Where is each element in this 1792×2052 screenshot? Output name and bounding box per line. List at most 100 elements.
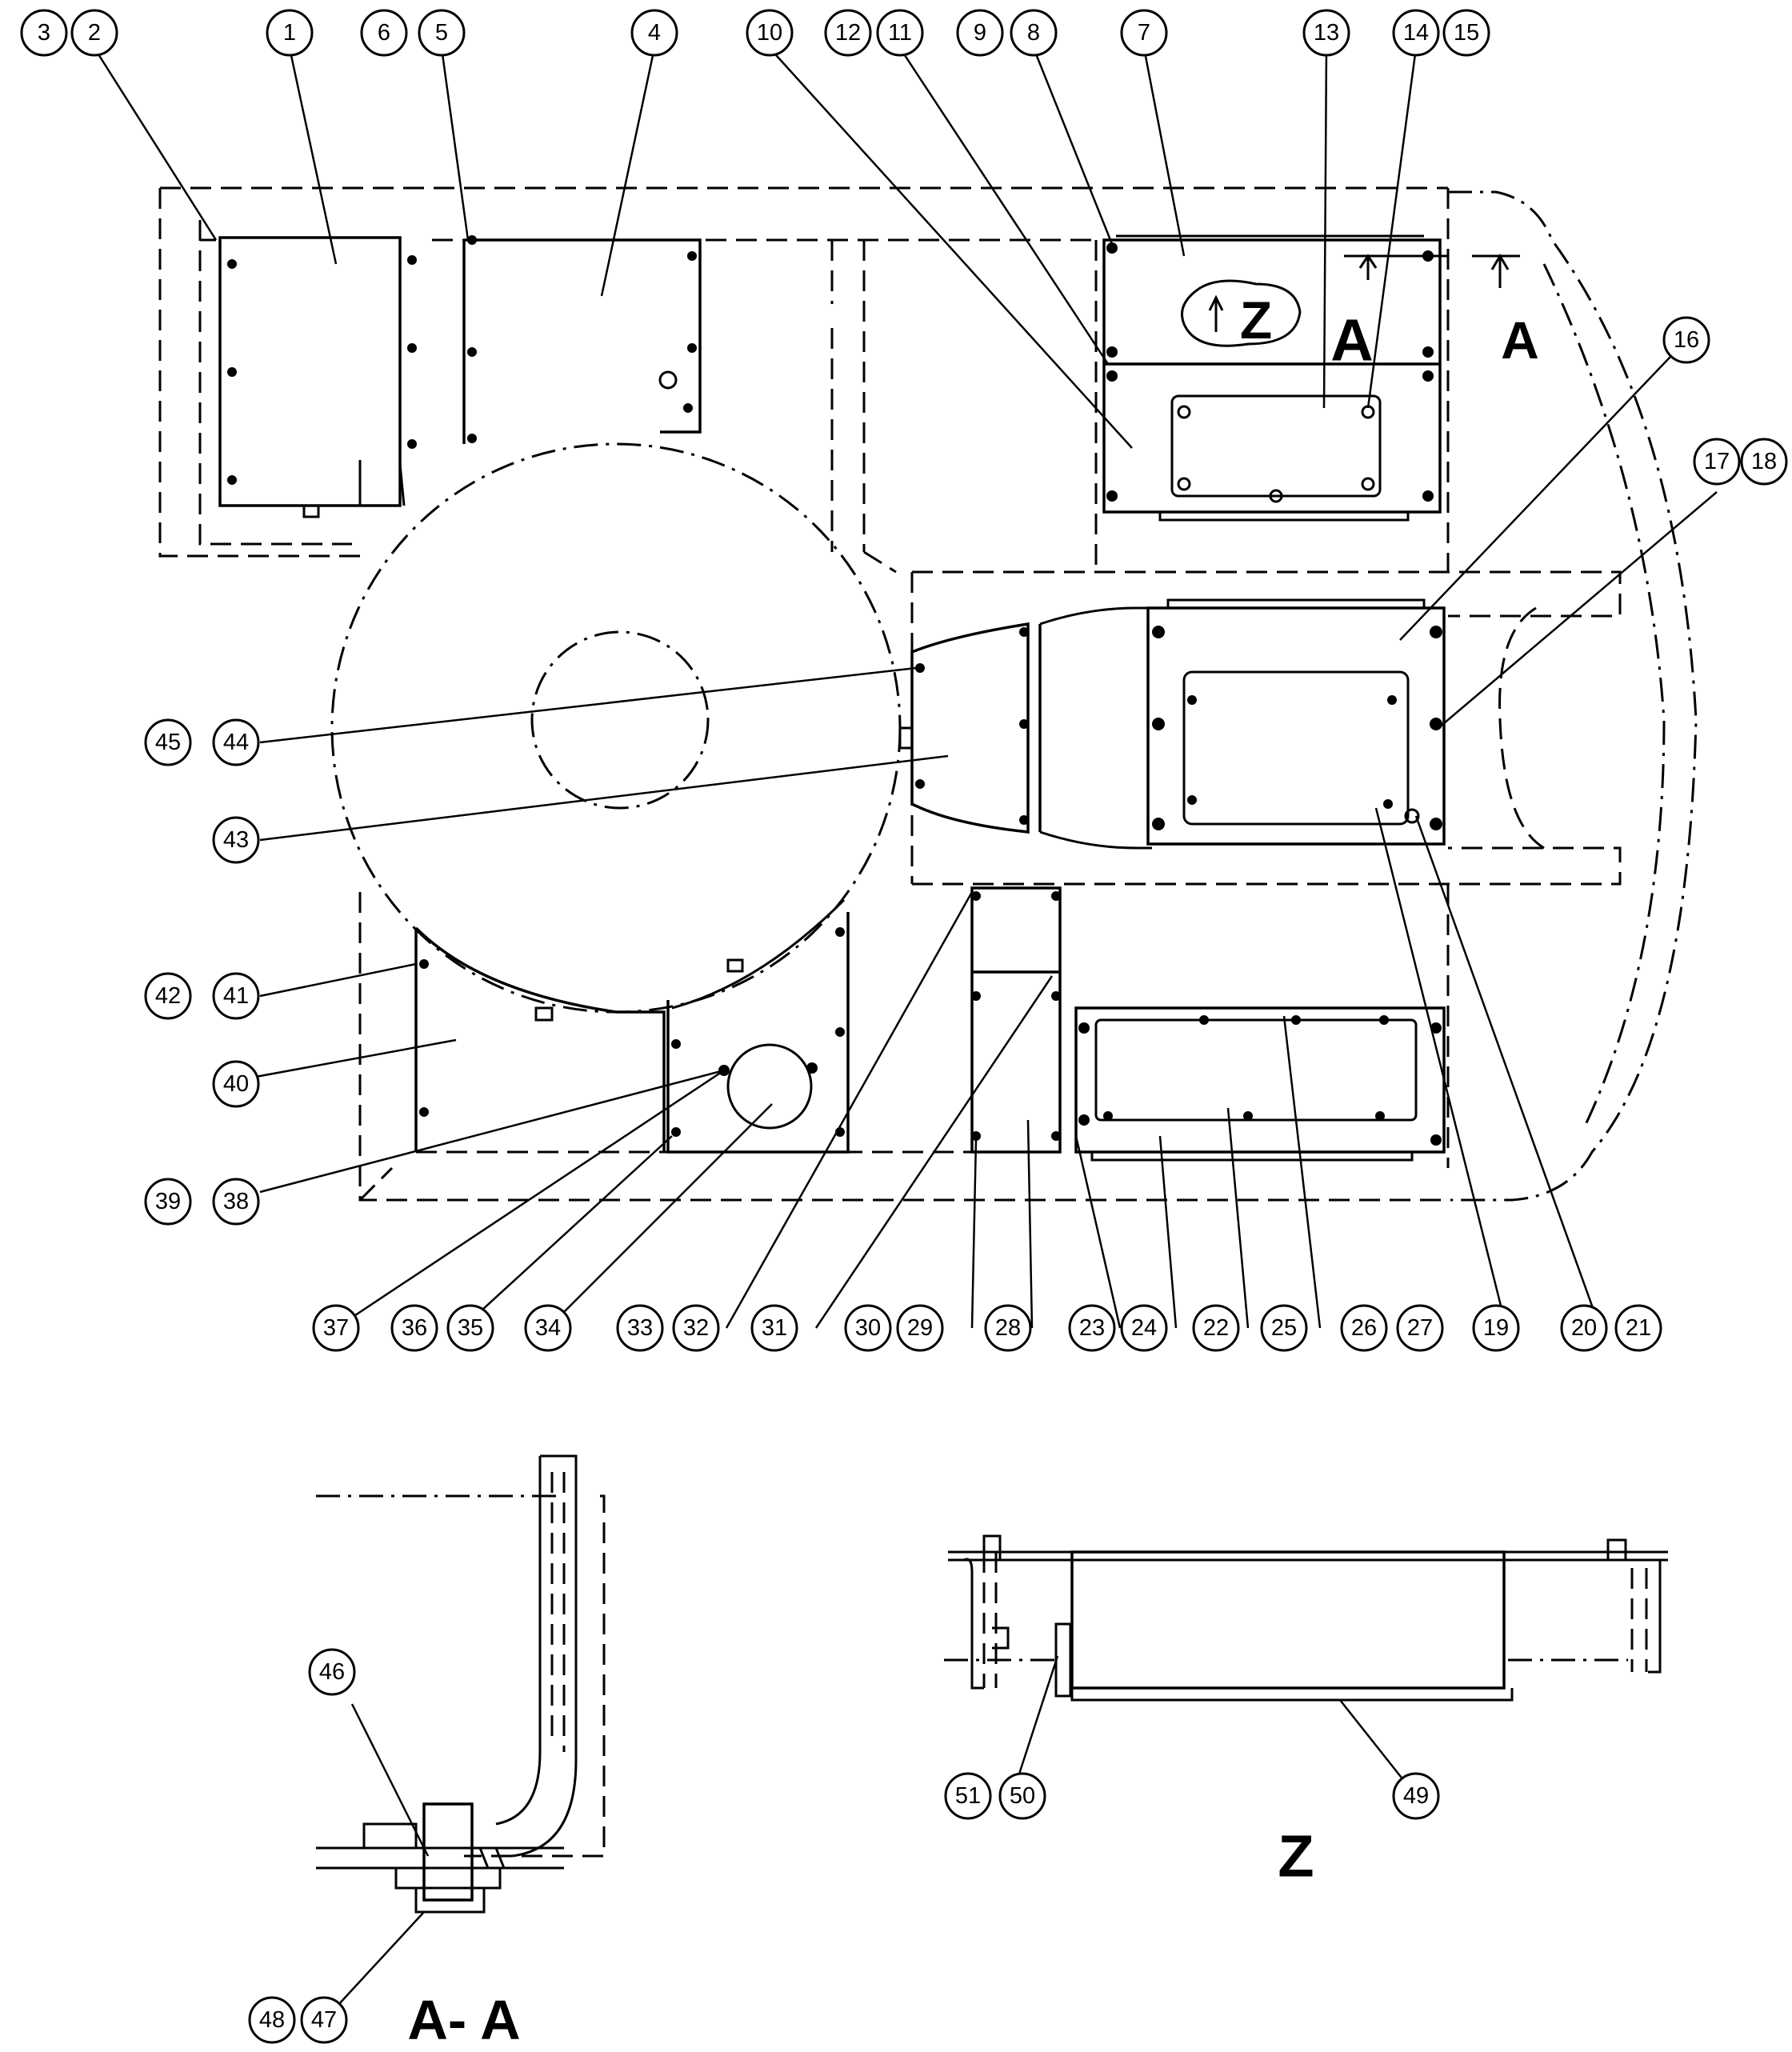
svg-text:8: 8 bbox=[1027, 20, 1040, 46]
callout-22: 22 bbox=[1192, 1304, 1240, 1352]
svg-text:40: 40 bbox=[223, 1071, 249, 1097]
callout-11: 11 bbox=[876, 9, 924, 57]
section-marker-outer: A bbox=[1501, 310, 1539, 370]
svg-text:22: 22 bbox=[1203, 1315, 1229, 1341]
svg-text:12: 12 bbox=[835, 20, 861, 46]
callout-14: 14 bbox=[1392, 9, 1440, 57]
svg-text:38: 38 bbox=[223, 1189, 249, 1214]
callout-5: 5 bbox=[418, 9, 466, 57]
panel-7-13 bbox=[1102, 234, 1520, 522]
callout-15: 15 bbox=[1442, 9, 1490, 57]
callout-2: 2 bbox=[70, 9, 118, 57]
svg-text:19: 19 bbox=[1483, 1315, 1509, 1341]
section-title: A- A bbox=[407, 1989, 520, 2051]
callout-12: 12 bbox=[824, 9, 872, 57]
callout-48: 48 bbox=[248, 1996, 296, 2044]
callout-7: 7 bbox=[1120, 9, 1168, 57]
panel-22 bbox=[1074, 1006, 1446, 1162]
svg-text:44: 44 bbox=[223, 730, 249, 755]
callout-50: 50 bbox=[998, 1772, 1046, 1820]
svg-text:45: 45 bbox=[155, 730, 181, 755]
svg-text:26: 26 bbox=[1351, 1315, 1377, 1341]
callout-9: 9 bbox=[956, 9, 1004, 57]
callout-27: 27 bbox=[1396, 1304, 1444, 1352]
callout-17: 17 bbox=[1693, 438, 1741, 486]
callout-13: 13 bbox=[1302, 9, 1350, 57]
svg-text:29: 29 bbox=[907, 1315, 933, 1341]
svg-text:47: 47 bbox=[311, 2007, 337, 2033]
view-z-marker: Z bbox=[1240, 290, 1272, 350]
panel-16 bbox=[1146, 598, 1446, 846]
svg-text:2: 2 bbox=[88, 20, 101, 46]
svg-text:39: 39 bbox=[155, 1189, 181, 1214]
panel-1 bbox=[218, 236, 417, 518]
callout-36: 36 bbox=[390, 1304, 438, 1352]
svg-text:16: 16 bbox=[1674, 327, 1699, 353]
svg-text:7: 7 bbox=[1138, 20, 1150, 46]
panel-28-31 bbox=[970, 886, 1062, 1154]
view-z-detail bbox=[944, 1534, 1668, 1702]
svg-text:30: 30 bbox=[855, 1315, 881, 1341]
main-frame-outline bbox=[158, 186, 1698, 1202]
callout-18: 18 bbox=[1740, 438, 1788, 486]
svg-text:27: 27 bbox=[1407, 1315, 1433, 1341]
panel-34 bbox=[666, 898, 850, 1154]
callout-29: 29 bbox=[896, 1304, 944, 1352]
svg-text:5: 5 bbox=[435, 20, 448, 46]
callout-bubbles: 3 2 1 6 5 4 10 12 11 9 8 7 13 14 15 16 1… bbox=[20, 9, 1788, 2044]
svg-text:49: 49 bbox=[1403, 1783, 1429, 1809]
callout-20: 20 bbox=[1560, 1304, 1608, 1352]
callout-1: 1 bbox=[266, 9, 314, 57]
svg-text:14: 14 bbox=[1403, 20, 1429, 46]
section-a-a-detail bbox=[316, 1454, 606, 1914]
svg-text:28: 28 bbox=[995, 1315, 1021, 1341]
view-title: Z bbox=[1278, 1823, 1314, 1890]
svg-text:4: 4 bbox=[648, 20, 661, 46]
leader-lines bbox=[93, 47, 1718, 2017]
callout-40: 40 bbox=[212, 1060, 260, 1108]
callout-10: 10 bbox=[746, 9, 794, 57]
callout-34: 34 bbox=[524, 1304, 572, 1352]
callout-33: 33 bbox=[616, 1304, 664, 1352]
panel-40 bbox=[414, 926, 666, 1152]
callout-28: 28 bbox=[984, 1304, 1032, 1352]
callout-16: 16 bbox=[1662, 316, 1710, 364]
callout-3: 3 bbox=[20, 9, 68, 57]
panel-43 bbox=[898, 606, 1152, 850]
callout-46: 46 bbox=[308, 1648, 356, 1696]
callout-4: 4 bbox=[630, 9, 678, 57]
svg-text:13: 13 bbox=[1314, 20, 1339, 46]
callout-39: 39 bbox=[144, 1178, 192, 1226]
callout-31: 31 bbox=[750, 1304, 798, 1352]
svg-text:41: 41 bbox=[223, 983, 249, 1009]
svg-text:50: 50 bbox=[1010, 1783, 1035, 1809]
svg-text:24: 24 bbox=[1131, 1315, 1157, 1341]
svg-text:3: 3 bbox=[38, 20, 50, 46]
callout-30: 30 bbox=[844, 1304, 892, 1352]
panel-4 bbox=[462, 235, 702, 444]
svg-text:35: 35 bbox=[458, 1315, 483, 1341]
callout-26: 26 bbox=[1340, 1304, 1388, 1352]
callout-25: 25 bbox=[1260, 1304, 1308, 1352]
callout-19: 19 bbox=[1472, 1304, 1520, 1352]
svg-text:21: 21 bbox=[1626, 1315, 1651, 1341]
svg-text:23: 23 bbox=[1079, 1315, 1105, 1341]
callout-47: 47 bbox=[300, 1996, 348, 2044]
svg-text:20: 20 bbox=[1571, 1315, 1597, 1341]
svg-text:42: 42 bbox=[155, 983, 181, 1009]
svg-text:1: 1 bbox=[283, 20, 296, 46]
svg-text:25: 25 bbox=[1271, 1315, 1297, 1341]
svg-text:48: 48 bbox=[259, 2007, 285, 2033]
svg-text:43: 43 bbox=[223, 827, 249, 853]
callout-24: 24 bbox=[1120, 1304, 1168, 1352]
svg-text:6: 6 bbox=[378, 20, 390, 46]
callout-21: 21 bbox=[1614, 1304, 1662, 1352]
callout-8: 8 bbox=[1010, 9, 1058, 57]
callout-23: 23 bbox=[1068, 1304, 1116, 1352]
callout-44: 44 bbox=[212, 718, 260, 766]
svg-text:18: 18 bbox=[1751, 449, 1777, 474]
svg-text:15: 15 bbox=[1454, 20, 1479, 46]
section-marker-inner: A bbox=[1330, 307, 1373, 374]
svg-text:51: 51 bbox=[955, 1783, 981, 1809]
